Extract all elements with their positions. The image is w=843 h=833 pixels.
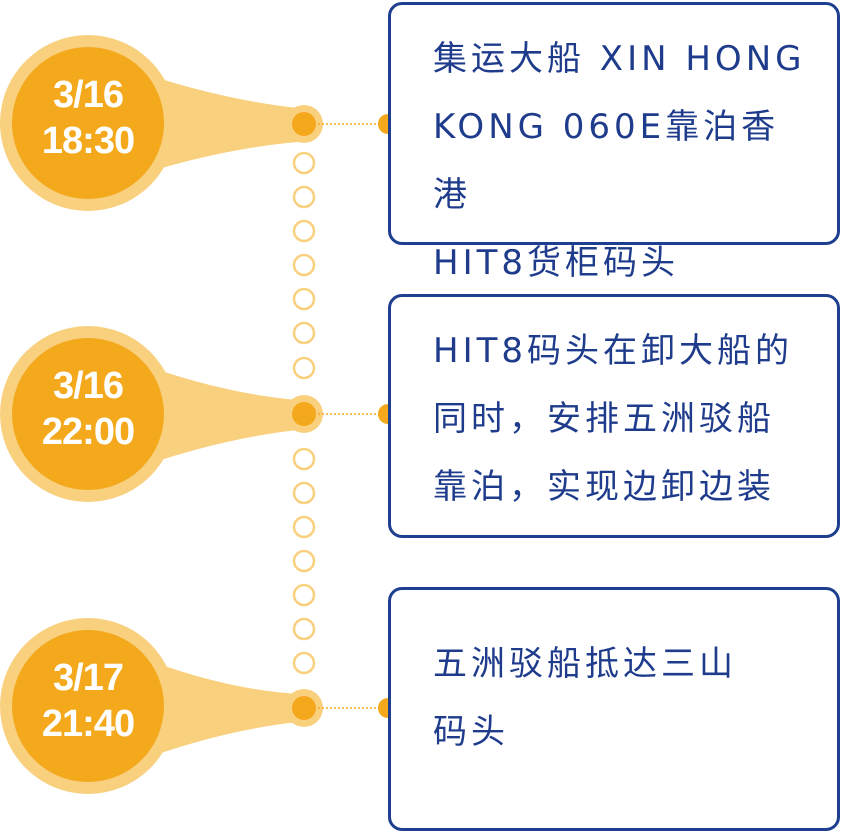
bubble-core <box>12 338 164 490</box>
bubble-core <box>12 630 164 782</box>
connector-ring <box>292 253 316 277</box>
connector-ring <box>292 549 316 573</box>
description-line: 五洲驳船抵达三山 <box>433 644 737 684</box>
event-1-time: 18:30 <box>41 120 135 162</box>
connector-ring <box>292 515 316 539</box>
connector-rings-upper <box>292 151 316 380</box>
event-2-description: HIT8码头在卸大船的 同时，安排五洲驳船 靠泊，实现边卸边装 <box>433 317 807 521</box>
description-line: HIT8码头在卸大船的 <box>433 331 793 371</box>
connector-rings-lower <box>292 447 316 675</box>
event-2-date: 3/16 <box>53 365 124 407</box>
description-line: 码头 <box>433 712 509 752</box>
event-1-datetime: 3/16 18:30 <box>3 72 173 164</box>
event-2-time: 22:00 <box>41 411 135 453</box>
event-2-datetime: 3/16 22:00 <box>3 363 173 455</box>
description-line: KONG 060E靠泊香港 <box>433 107 780 215</box>
connector-ring <box>292 321 316 345</box>
connector-ring <box>292 651 316 675</box>
event-bubble-1 <box>0 35 398 211</box>
node-dot <box>292 112 316 136</box>
description-line: 同时，安排五洲驳船 <box>433 399 775 439</box>
node-dot <box>292 402 316 426</box>
connector-ring <box>292 185 316 209</box>
connector-ring <box>292 287 316 311</box>
event-3-description: 五洲驳船抵达三山 码头 <box>433 630 807 766</box>
event-3-time: 21:40 <box>41 703 135 745</box>
connector-ring <box>292 447 316 471</box>
description-line: HIT8货柜码头 <box>433 243 679 283</box>
event-1-card: 集运大船 XIN HONG KONG 060E靠泊香港 HIT8货柜码头 <box>388 2 840 283</box>
node-dot <box>292 696 316 720</box>
description-line: 集运大船 XIN HONG <box>433 39 806 79</box>
connector-ring <box>292 219 316 243</box>
bubble-core <box>12 47 164 199</box>
event-3-card: 五洲驳船抵达三山 码头 <box>388 587 840 831</box>
connector-ring <box>292 583 316 607</box>
event-2-card: HIT8码头在卸大船的 同时，安排五洲驳船 靠泊，实现边卸边装 <box>388 294 840 538</box>
connector-ring <box>292 151 316 175</box>
event-bubble-3 <box>0 618 398 794</box>
event-1-description: 集运大船 XIN HONG KONG 060E靠泊香港 HIT8货柜码头 <box>433 25 807 297</box>
event-1-date: 3/16 <box>53 74 124 116</box>
event-bubble-2 <box>0 326 398 502</box>
description-line: 靠泊，实现边卸边装 <box>433 467 775 507</box>
event-3-datetime: 3/17 21:40 <box>3 655 173 747</box>
event-3-date: 3/17 <box>53 657 124 699</box>
connector-ring <box>292 481 316 505</box>
connector-ring <box>292 356 316 380</box>
connector-ring <box>292 617 316 641</box>
